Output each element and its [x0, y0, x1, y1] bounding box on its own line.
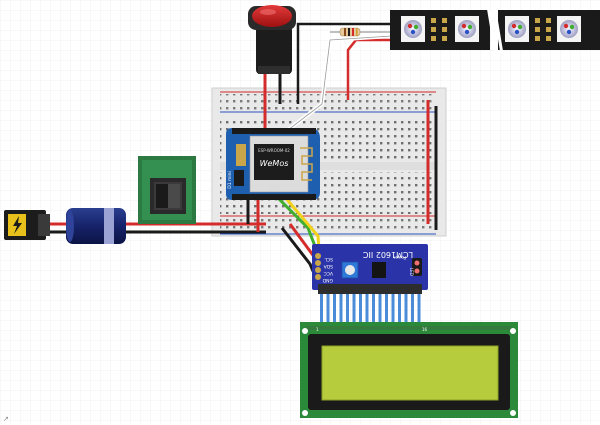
lcd-pin-1-label: 1 [316, 327, 319, 332]
push-button-cap [252, 5, 292, 27]
wemos-d1-mini-board: ESP-WROOM-02 WeMos D1 mini WiFi [226, 128, 320, 200]
led-pixel [401, 16, 425, 42]
strip-wire-black [296, 22, 392, 104]
led-pixel [557, 16, 581, 42]
contrast-potentiometer [345, 265, 355, 275]
lcd-screen [322, 346, 498, 400]
i2c-pin-sda: SDA [323, 263, 333, 269]
lcd-1602-display: 1 16 [300, 322, 518, 418]
i2c-pin-gnd: GND [322, 277, 333, 283]
corner-arrow-icon: ↗ [3, 415, 9, 423]
led-strip-contacts [431, 18, 551, 41]
led-pixel [455, 16, 479, 42]
strip-wire-white-outline [287, 35, 393, 131]
d1-mini-label: D1 mini [227, 171, 233, 189]
rocker-switch [138, 156, 196, 224]
push-button [248, 5, 296, 74]
esp-chip-label: ESP-WROOM-02 [258, 148, 290, 153]
i2c-power-label: Power [394, 255, 406, 260]
lightning-bolt-icon [13, 216, 22, 234]
i2c-module-title: LCM1602 IIC [363, 250, 414, 259]
resistor [330, 27, 390, 37]
i2c-pin-scl: SCL [324, 256, 333, 262]
wemos-brand-label: WeMos [260, 159, 289, 168]
lcd-pin-connectors [320, 294, 421, 324]
led-pixel [505, 16, 529, 42]
breadboard [211, 87, 447, 237]
i2c-lcd-backpack: LCM1602 IIC SCL SDA VCC GND LED Power [312, 244, 428, 294]
dc-barrel-jack [4, 210, 50, 240]
electrolytic-capacitor [66, 208, 126, 244]
i2c-led-label: LED [409, 268, 414, 276]
strip-wire-red [346, 38, 392, 100]
lcd-pin-16-label: 16 [422, 327, 428, 332]
wifi-label: WiFi [269, 184, 278, 190]
i2c-pin-vcc: VCC [324, 270, 333, 276]
